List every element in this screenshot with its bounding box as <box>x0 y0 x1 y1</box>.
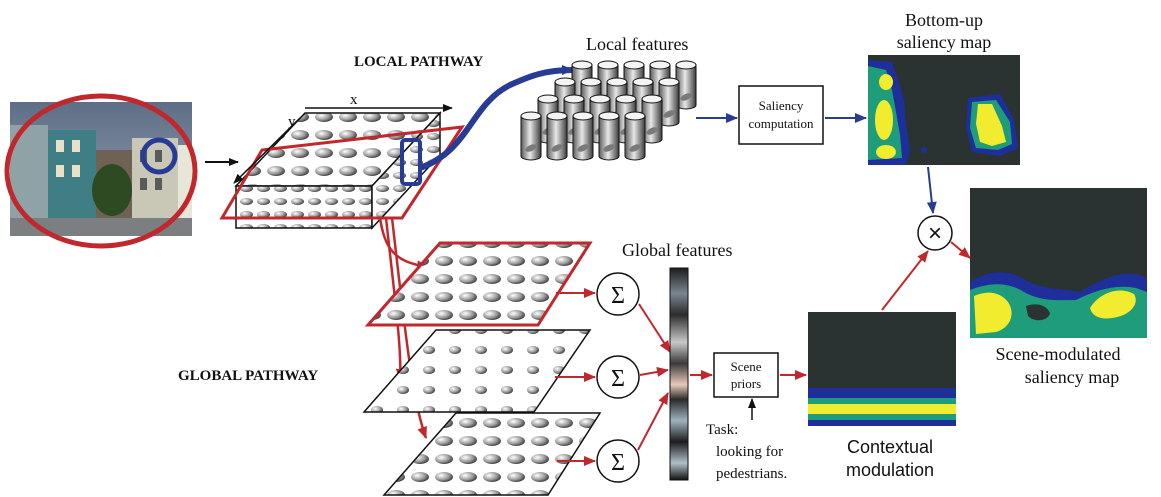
red-whole-scene-ellipse <box>4 93 198 249</box>
y-axis-arrow <box>233 117 301 184</box>
bottom-up-to-multiply-arrow <box>926 166 937 214</box>
saliency-computation-box <box>738 85 824 145</box>
multiply-to-output-arrow <box>950 241 971 259</box>
contextual-title-1: Contextual <box>847 437 933 457</box>
bottom-up-title-1: Bottom-up <box>905 10 983 30</box>
sum1-to-bar-arrow <box>638 303 671 353</box>
input-street-photo <box>10 102 192 236</box>
context-to-multiply-arrow <box>881 250 929 311</box>
global-feature-sheet-1 <box>364 241 593 327</box>
global-feature-sheet-2 <box>362 329 592 413</box>
global-pathway-label: GLOBAL PATHWAY <box>178 368 318 384</box>
local-pathway-label: LOCAL PATHWAY <box>354 54 483 70</box>
scene-priors-box <box>713 352 779 398</box>
x-axis-label: x <box>350 92 358 108</box>
local-pathway-arrow <box>418 65 574 171</box>
feature-block <box>219 111 466 230</box>
feature-cylinder <box>598 111 620 161</box>
sum-node-3 <box>596 439 640 483</box>
global-arrow-3 <box>390 217 428 439</box>
scene-modulated-title-2: saliency map <box>1025 367 1119 387</box>
local-column-highlight <box>400 138 422 186</box>
blue-local-region-circle <box>140 137 178 175</box>
feature-cylinder <box>624 111 646 161</box>
y-axis-label: y <box>288 114 296 130</box>
saliency-computation-label-1: Saliency <box>759 98 804 113</box>
bottom-up-title-2: saliency map <box>897 32 991 52</box>
sum-node-1 <box>596 272 640 316</box>
sum3-to-bar-arrow <box>637 392 669 451</box>
sum-symbol-1: Σ <box>611 283 625 309</box>
feature-cylinder <box>572 111 594 161</box>
scene-priors-label-1: Scene <box>730 359 761 374</box>
sum-symbol-3: Σ <box>611 450 625 476</box>
sum-symbol-2: Σ <box>611 366 625 392</box>
local-features-title: Local features <box>586 34 688 54</box>
bottom-up-saliency-map <box>868 55 1020 165</box>
feature-cylinder <box>641 94 663 144</box>
sum-node-2 <box>596 355 640 399</box>
scene-modulated-saliency-map <box>970 188 1147 338</box>
global-feature-vector <box>669 267 689 481</box>
scene-modulated-title-1: Scene-modulated <box>996 344 1121 364</box>
global-feature-sheet-3 <box>382 412 602 496</box>
sum2-to-bar-arrow <box>639 367 669 377</box>
contextual-modulation-map <box>808 312 956 426</box>
saliency-computation-label-2: computation <box>749 116 814 131</box>
feature-cylinder <box>520 111 542 161</box>
multiply-symbol: × <box>928 220 942 247</box>
contextual-title-2: modulation <box>846 460 934 480</box>
local-feature-cylinders <box>520 60 697 161</box>
task-label-2: looking for <box>716 444 783 460</box>
multiply-node <box>917 215 953 251</box>
task-label-1: Task: <box>706 422 738 438</box>
feature-cylinder <box>658 77 680 127</box>
global-features-title: Global features <box>622 240 732 260</box>
scene-priors-label-2: priors <box>731 376 761 391</box>
feature-cylinder <box>546 111 568 161</box>
task-label-3: pedestrians. <box>716 466 787 482</box>
